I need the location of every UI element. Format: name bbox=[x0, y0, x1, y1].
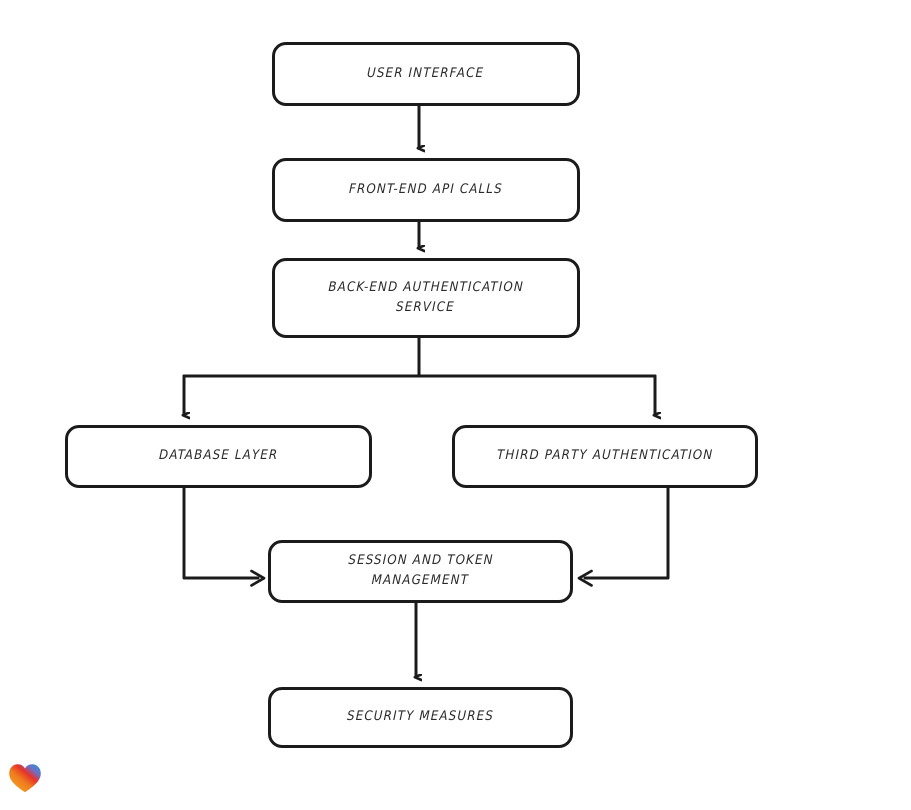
node-label: Session and Token Management bbox=[347, 553, 494, 589]
node-database-layer[interactable]: Database Layer bbox=[65, 425, 372, 488]
node-label: Security Measures bbox=[346, 709, 495, 725]
node-label: Back-End Authentication Service bbox=[328, 279, 525, 315]
edge-thirdparty-to-session bbox=[577, 486, 670, 587]
node-session-token-mgmt[interactable]: Session and Token Management bbox=[268, 540, 573, 603]
edge-backend-split-bus bbox=[182, 336, 657, 378]
node-label: Third Party Authentication bbox=[496, 448, 714, 464]
node-label: Front-End API Calls bbox=[348, 181, 504, 197]
node-user-interface[interactable]: User Interface bbox=[272, 42, 580, 106]
node-label: Database Layer bbox=[158, 448, 279, 464]
node-third-party-auth[interactable]: Third Party Authentication bbox=[452, 425, 758, 488]
edge-database-to-session bbox=[182, 486, 266, 587]
node-security-measures[interactable]: Security Measures bbox=[268, 687, 573, 748]
heart-icon bbox=[9, 764, 41, 793]
node-front-end-api-calls[interactable]: Front-End API Calls bbox=[272, 158, 580, 222]
node-label: User Interface bbox=[367, 65, 485, 81]
node-back-end-auth-service[interactable]: Back-End Authentication Service bbox=[272, 258, 580, 338]
